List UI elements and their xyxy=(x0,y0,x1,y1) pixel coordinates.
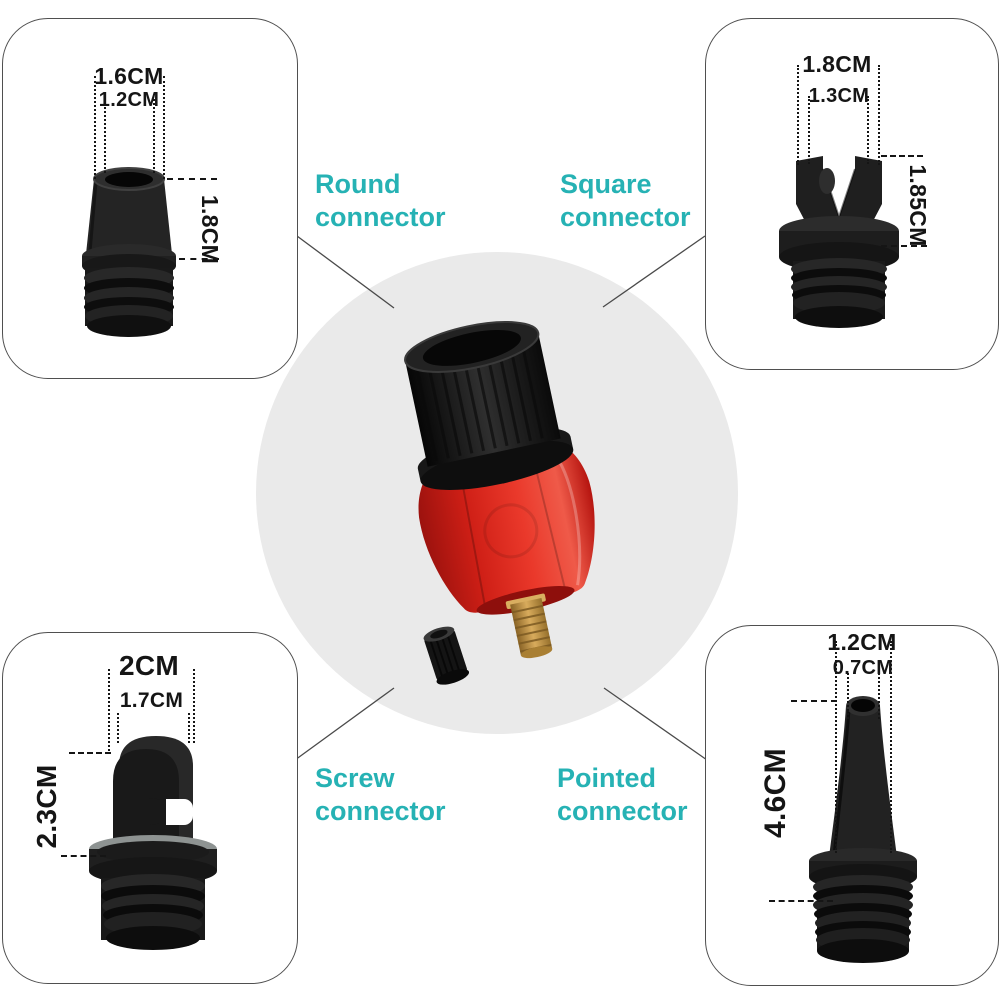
dim-inner-width: 0.7CM xyxy=(832,657,894,679)
dim-outer-width: 1.6CM xyxy=(94,63,164,89)
pointed-connector-photo xyxy=(809,696,917,963)
leader-line-pointed xyxy=(603,687,708,761)
panel-screw-connector: 2CM 1.7CM 2.3CM xyxy=(2,632,298,984)
label-line: Square xyxy=(560,169,652,199)
dim-line xyxy=(188,713,190,743)
dim-line xyxy=(890,641,892,853)
leader-line-screw xyxy=(294,687,395,761)
label-line: connector xyxy=(560,202,691,232)
dim-line xyxy=(163,76,165,179)
dim-line xyxy=(153,99,155,173)
dim-line xyxy=(878,673,880,719)
dim-line xyxy=(878,65,880,165)
dim-line xyxy=(835,641,837,853)
screw-connector-photo xyxy=(89,736,217,950)
dim-line xyxy=(867,96,869,164)
dim-outer-width: 1.8CM xyxy=(802,51,872,77)
dim-line xyxy=(769,900,833,902)
dim-line xyxy=(797,65,799,165)
dim-line xyxy=(881,155,923,157)
label-line: connector xyxy=(557,796,688,826)
dim-line xyxy=(69,752,111,754)
panel-round-connector: 1.6CM 1.2CM 1.8CM xyxy=(2,18,298,379)
dim-line xyxy=(108,669,110,751)
dim-line xyxy=(104,99,106,173)
panel-square-connector: 1.8CM 1.3CM 1.85CM xyxy=(705,18,999,370)
leader-line-round xyxy=(296,235,395,309)
dim-line xyxy=(847,673,849,719)
valve-adapter xyxy=(404,321,595,659)
dim-height: 1.85CM xyxy=(905,164,931,247)
label-round-connector: Round connector xyxy=(315,168,446,234)
dim-line xyxy=(808,96,810,164)
label-line: Round xyxy=(315,169,401,199)
valve-cap xyxy=(423,626,470,685)
label-pointed-connector: Pointed connector xyxy=(557,762,688,828)
dim-inner-width: 1.3CM xyxy=(808,85,870,107)
dim-line xyxy=(791,700,837,702)
dim-line xyxy=(881,245,927,247)
dim-outer-width: 1.2CM xyxy=(827,629,897,655)
dim-inner-width: 1.7CM xyxy=(119,689,184,712)
leader-line-square xyxy=(602,235,706,308)
label-line: connector xyxy=(315,796,446,826)
label-screw-connector: Screw connector xyxy=(315,762,446,828)
dim-line xyxy=(179,258,219,260)
label-line: Pointed xyxy=(557,763,656,793)
adapter-product-image xyxy=(256,252,738,734)
label-line: connector xyxy=(315,202,446,232)
dim-line xyxy=(117,713,119,743)
dim-outer-width: 2CM xyxy=(118,650,180,681)
dim-line xyxy=(167,178,217,180)
round-connector-photo xyxy=(82,167,176,337)
panel-pointed-connector: 1.2CM 0.7CM 4.6CM xyxy=(705,625,999,986)
dim-height: 2.3CM xyxy=(31,764,62,849)
dim-line xyxy=(61,855,106,857)
dim-inner-width: 1.2CM xyxy=(98,89,160,111)
dim-height: 1.8CM xyxy=(197,194,223,265)
label-line: Screw xyxy=(315,763,395,793)
dim-line xyxy=(94,76,96,179)
dim-line xyxy=(193,669,195,743)
dim-height: 4.6CM xyxy=(759,748,792,838)
label-square-connector: Square connector xyxy=(560,168,691,234)
square-connector-photo xyxy=(779,156,899,328)
